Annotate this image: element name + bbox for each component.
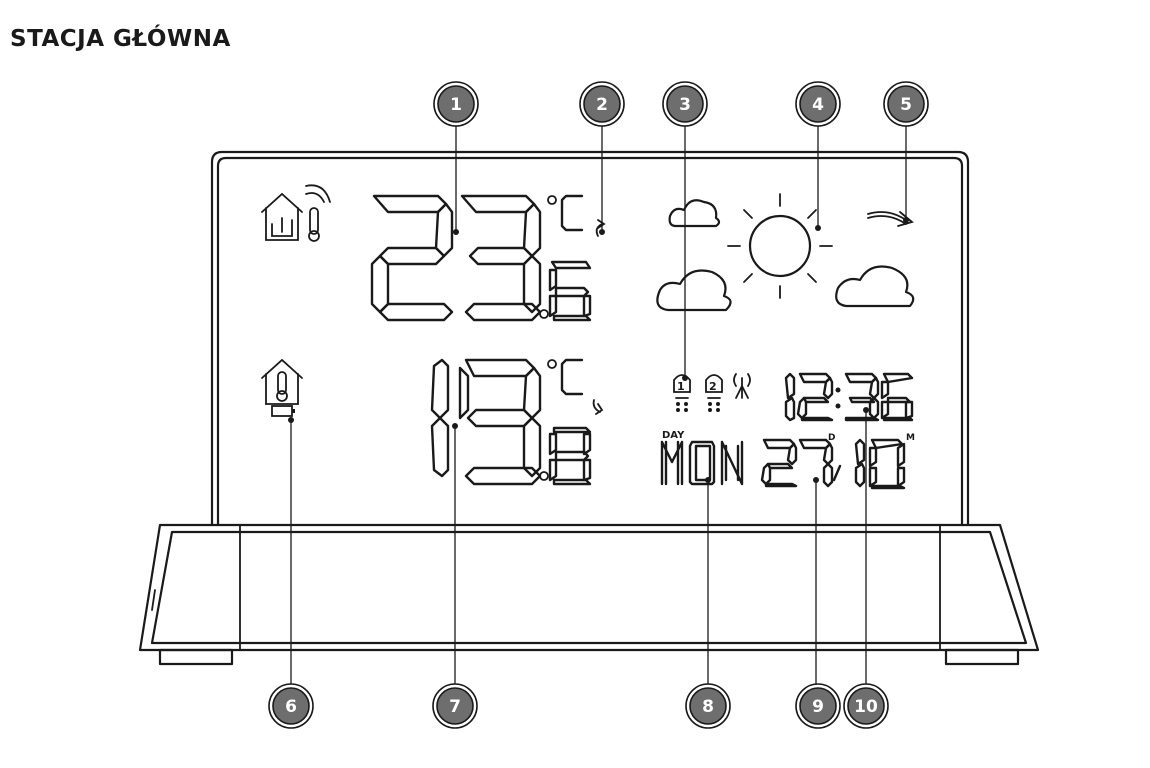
outdoor-house-thermometer-icon xyxy=(261,184,331,242)
callout-6: 6 xyxy=(268,683,314,729)
date-month-digits xyxy=(854,438,906,490)
svg-text:9: 9 xyxy=(812,697,824,717)
svg-text:8: 8 xyxy=(702,697,714,717)
cloud-icon xyxy=(656,269,732,312)
svg-text:1: 1 xyxy=(677,380,685,393)
page-title: STACJA GŁÓWNA xyxy=(10,26,231,52)
svg-text:3: 3 xyxy=(679,95,691,115)
svg-text:4: 4 xyxy=(812,95,824,115)
indoor-house-thermometer-icon xyxy=(261,358,303,405)
cloud-icon xyxy=(668,199,721,228)
date-day-marker: D xyxy=(828,433,835,443)
callout-7: 7 xyxy=(432,683,478,729)
callout-1: 1 xyxy=(433,81,479,127)
callout-3: 3 xyxy=(662,81,708,127)
svg-text:5: 5 xyxy=(900,95,912,115)
date-month-marker: M xyxy=(906,433,915,443)
callout-9: 9 xyxy=(795,683,841,729)
outdoor-temp-unit xyxy=(547,194,584,232)
svg-text:1: 1 xyxy=(450,95,462,115)
cloud-icon xyxy=(835,265,915,308)
alarm-2-icon: 2 xyxy=(705,374,723,412)
date-separator xyxy=(832,464,842,482)
svg-text:6: 6 xyxy=(285,697,297,717)
indoor-temp-digits xyxy=(430,358,592,486)
alarm-1-icon: 1 xyxy=(673,374,691,412)
leader-lines xyxy=(288,126,909,684)
time-digits xyxy=(784,372,914,422)
callout-2: 2 xyxy=(579,81,625,127)
callout-8: 8 xyxy=(685,683,731,729)
callout-5: 5 xyxy=(883,81,929,127)
indoor-temp-unit xyxy=(547,358,584,396)
trend-up-arrow-icon xyxy=(595,219,606,237)
day-label: DAY xyxy=(662,430,685,441)
battery-icon xyxy=(271,405,295,417)
weekday-segments xyxy=(660,440,744,486)
callout-4: 4 xyxy=(795,81,841,127)
pressure-trend-arrow-icon xyxy=(867,211,914,227)
svg-text:2: 2 xyxy=(709,380,717,393)
sun-icon xyxy=(727,193,833,299)
callout-10: 10 xyxy=(843,683,889,729)
svg-text:2: 2 xyxy=(596,95,608,115)
trend-down-arrow-icon xyxy=(592,399,604,415)
outdoor-temp-digits xyxy=(370,194,592,322)
radio-signal-icon xyxy=(733,373,751,399)
date-day-digits xyxy=(760,438,834,488)
device-body xyxy=(138,150,1040,666)
svg-text:10: 10 xyxy=(854,697,878,717)
svg-text:7: 7 xyxy=(449,697,461,717)
